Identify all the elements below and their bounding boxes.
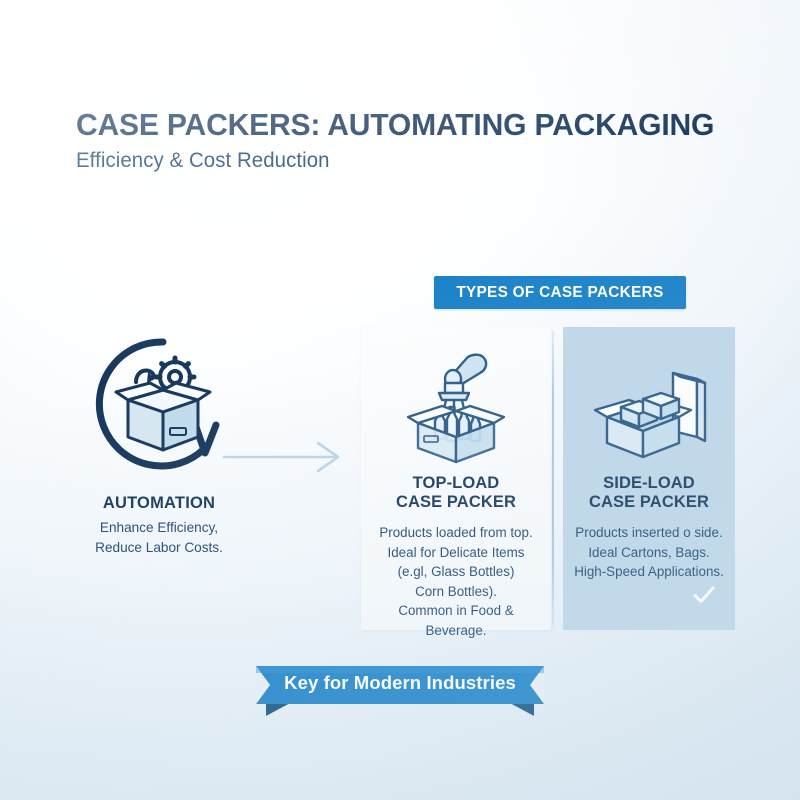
card-top-load-body-line: Products loaded from top. xyxy=(379,525,533,540)
right-arrow-icon xyxy=(222,440,344,479)
types-banner-label: TYPES OF CASE PACKERS xyxy=(456,283,664,301)
card-top-load[interactable]: TOP-LOAD CASE PACKER Products loaded fro… xyxy=(361,327,551,638)
card-side-load-heading-line2: CASE PACKER xyxy=(589,493,709,511)
card-side-load-body-line: Ideal Cartons, Bags. xyxy=(588,544,710,560)
card-side-load-body-line: Products inserted o side. xyxy=(575,525,723,540)
side-insert-cartons-box-icon xyxy=(563,365,735,465)
card-divider xyxy=(552,331,554,627)
card-side-load-heading: SIDE-LOAD CASE PACKER xyxy=(563,474,735,512)
automation-description: Enhance Efficiency, Reduce Labor Costs. xyxy=(30,518,288,558)
card-top-load-body: Products loaded from top. Ideal for Deli… xyxy=(367,523,545,640)
robot-arm-bottles-box-icon xyxy=(361,347,551,469)
card-top-load-body-line: (e.gl, Glass Bottles) xyxy=(397,564,515,579)
card-top-load-heading-line1: TOP-LOAD xyxy=(412,474,500,492)
card-side-load-body-line: High-Speed Applications. xyxy=(574,564,724,579)
checkmark-icon xyxy=(691,582,717,608)
footer-ribbon xyxy=(256,664,544,723)
card-top-load-body-line: Common in Food & Beverage. xyxy=(398,603,514,638)
automation-line-2: Reduce Labor Costs. xyxy=(95,540,223,555)
automation-line-1: Enhance Efficiency, xyxy=(99,520,219,535)
automation-label: AUTOMATION xyxy=(102,494,216,512)
card-side-load-heading-line1: SIDE-LOAD xyxy=(603,474,695,492)
page-title: CASE PACKERS: AUTOMATING PACKAGING xyxy=(76,107,715,142)
types-banner: TYPES OF CASE PACKERS xyxy=(434,276,686,309)
card-top-load-heading: TOP-LOAD CASE PACKER xyxy=(361,474,551,512)
card-side-load-body: Products inserted o side. Ideal Cartons,… xyxy=(569,523,729,582)
automation-icon xyxy=(92,333,234,480)
card-top-load-body-line: Corn Bottles). xyxy=(415,583,497,599)
card-side-load[interactable]: SIDE-LOAD CASE PACKER Products inserted … xyxy=(563,327,735,630)
card-top-load-body-line: Ideal for Delicate Items xyxy=(387,544,525,560)
card-top-load-heading-line2: CASE PACKER xyxy=(396,493,516,511)
page-header: CASE PACKERS: AUTOMATING PACKAGING Effic… xyxy=(76,108,734,173)
page-subtitle: Efficiency & Cost Reduction xyxy=(76,149,330,172)
